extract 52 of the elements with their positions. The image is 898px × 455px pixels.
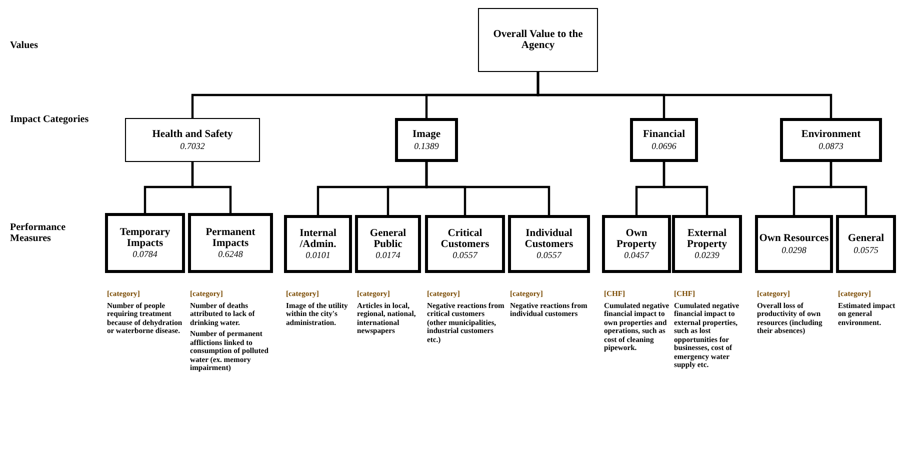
node-title: General [848, 233, 884, 244]
connector-line [425, 162, 550, 215]
connector-line [191, 162, 232, 213]
node-box [630, 118, 698, 162]
node-title: Environment [801, 129, 861, 140]
node-title: General Public [368, 228, 408, 250]
node-box [284, 215, 352, 273]
weight-value: 0.0457 [624, 250, 649, 260]
connector-line [662, 162, 708, 215]
level-label: Values [10, 40, 39, 51]
weight-value: 0.0557 [452, 250, 478, 260]
weight-value: 0.0239 [694, 250, 720, 260]
weight-value: 0.0784 [132, 249, 158, 260]
connector-line [536, 72, 832, 118]
weight-value: 0.0557 [536, 250, 562, 260]
node-title: Individual Customers [524, 228, 574, 250]
weight-value: 0.0696 [652, 140, 676, 150]
node-title: Own Resources [759, 233, 829, 244]
weight-value: 0.0101 [306, 250, 330, 260]
weight-value: 0.6248 [218, 249, 243, 260]
weight-value: 0.0174 [376, 250, 400, 260]
node-box [780, 118, 882, 162]
level-label: Performance Measures [10, 222, 67, 244]
weight-value: 0.1389 [414, 140, 439, 150]
node-box [508, 215, 590, 273]
node-box [105, 213, 185, 273]
weight-value: 0.0298 [782, 244, 806, 254]
node-box [602, 215, 671, 273]
node-box [125, 118, 260, 162]
node-title: Internal /Admin. [298, 228, 338, 250]
node-box [395, 118, 458, 162]
node-box [755, 215, 833, 273]
node-title: Temporary Impacts [118, 226, 172, 250]
node-box [672, 215, 742, 273]
weight-value: 0.0873 [818, 140, 844, 150]
node-box [188, 213, 273, 273]
node-title: Critical Customers [440, 228, 490, 250]
node-box [478, 8, 598, 72]
node-title: Image [412, 129, 440, 140]
node-title: Health and Safety [152, 129, 233, 140]
node-title: Own Property [615, 228, 658, 250]
node-title: Permanent Impacts [204, 226, 256, 250]
node-box [425, 215, 505, 273]
weight-value: 0.7032 [180, 140, 205, 150]
node-box [355, 215, 421, 273]
node-title: External Property [686, 228, 728, 250]
node-title: Financial [642, 129, 685, 140]
connector-line [830, 162, 868, 215]
node-title: Overall Value to the Agency [492, 28, 584, 52]
weight-value: 0.0575 [854, 244, 878, 254]
level-label: Impact Categories [10, 114, 90, 125]
node-box [836, 215, 896, 273]
